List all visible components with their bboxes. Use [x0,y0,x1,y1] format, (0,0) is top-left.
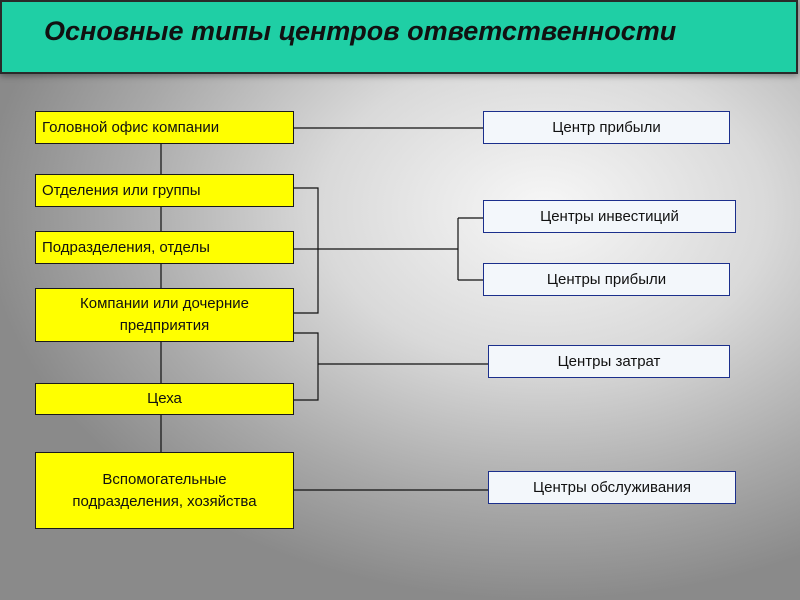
page-title: Основные типы центров ответственности [44,16,677,46]
center-box-label: Центр прибыли [552,118,661,136]
org-box-label: Компании или дочерние предприятия [79,295,249,334]
center-box-investment: Центры инвестиций [483,200,736,233]
center-box-label: Центры затрат [557,352,661,370]
org-box-head-office: Головной офис компании [35,111,294,144]
org-box-departments: Подразделения, отделы [35,231,294,264]
bracket-upper [294,187,319,314]
org-box-label: Отделения или группы [42,181,201,199]
org-box-label: Цеха [147,390,182,408]
bracket-lower [294,332,319,401]
center-box-service: Центры обслуживания [488,471,736,504]
center-box-label: Центры инвестиций [540,207,679,225]
center-box-label: Центры прибыли [546,270,667,288]
title-bar: Основные типы центров ответственности [0,0,798,74]
org-box-auxiliary: Вспомогательные подразделения, хозяйства [35,452,294,529]
center-box-profit: Центры прибыли [483,263,730,296]
center-box-cost: Центры затрат [488,345,730,378]
org-box-subsidiaries: Компании или дочерние предприятия [35,288,294,342]
org-box-label: Вспомогательные подразделения, хозяйства [72,470,257,510]
center-box-profit-head: Центр прибыли [483,111,730,144]
center-box-label: Центры обслуживания [533,478,691,496]
org-box-workshops: Цеха [35,383,294,415]
org-box-divisions: Отделения или группы [35,174,294,207]
org-box-label: Подразделения, отделы [42,238,210,256]
org-box-label: Головной офис компании [42,118,220,136]
